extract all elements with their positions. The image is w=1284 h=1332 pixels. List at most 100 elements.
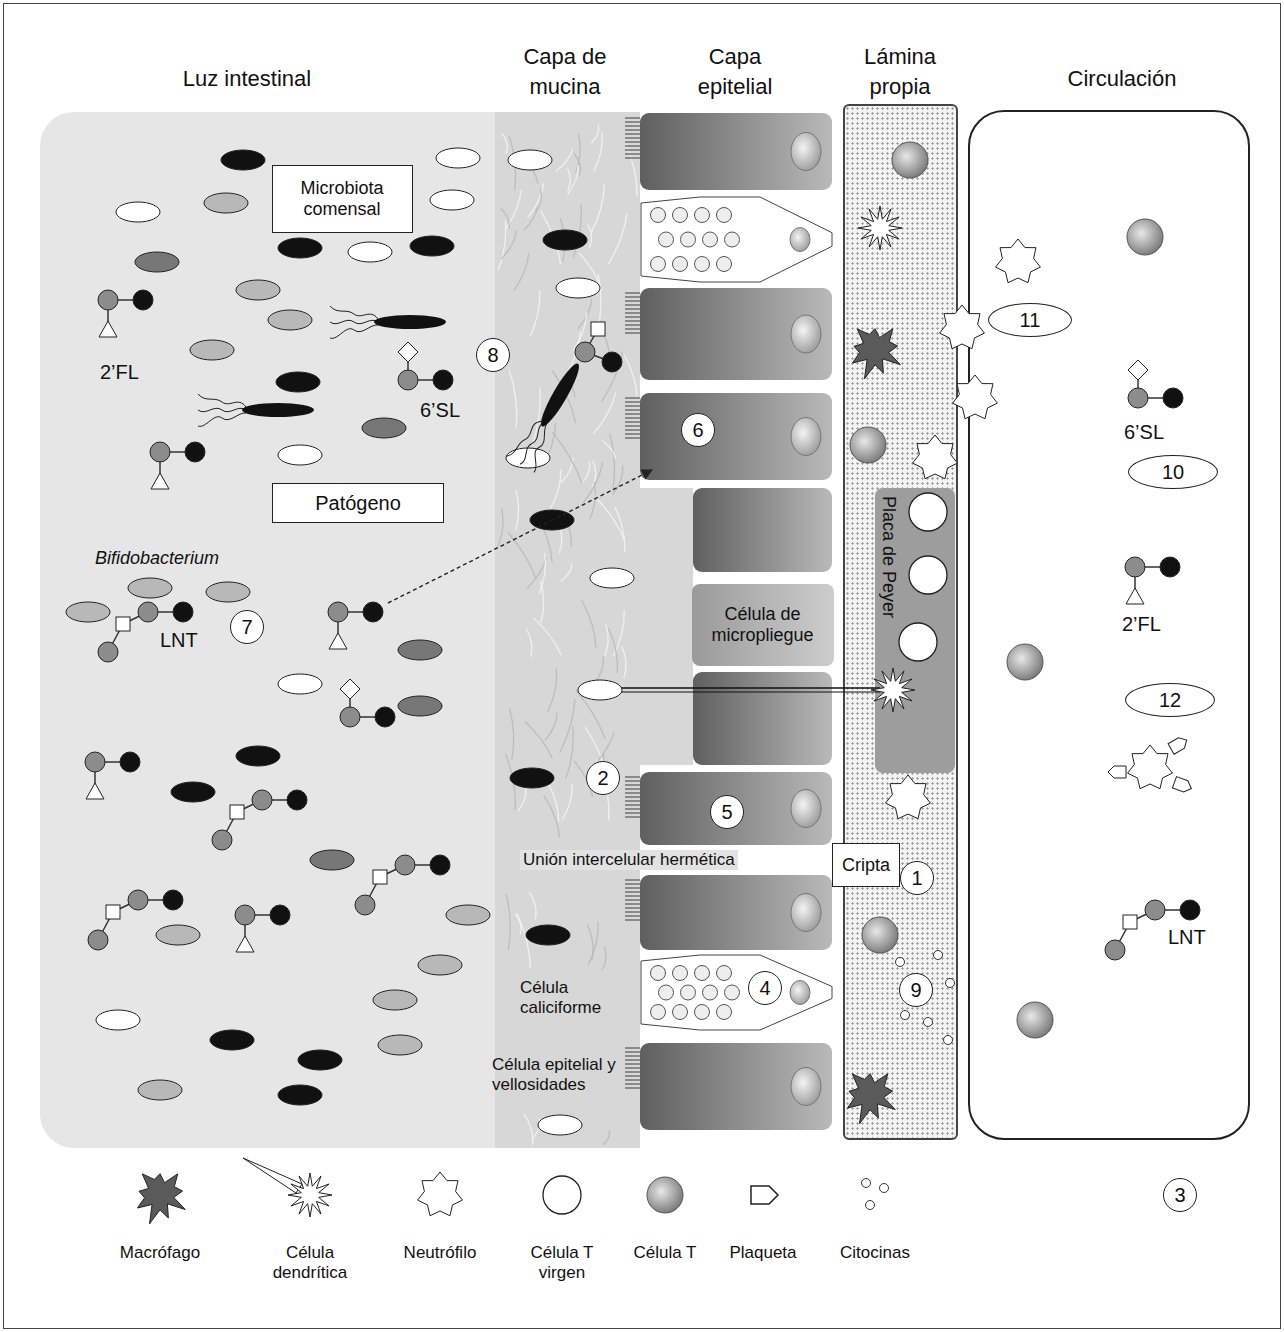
legend-holder: Neutrófilo (385, 1243, 495, 1263)
microvillus (625, 1075, 640, 1077)
dendrite (600, 687, 880, 689)
mucin-fibre (509, 369, 517, 427)
mucin-fibre (550, 469, 561, 509)
microvillus (625, 1051, 640, 1053)
transport-arrow (388, 470, 652, 603)
mucin-fibre (602, 440, 615, 458)
mucin-fibre (536, 189, 542, 213)
legend-holder: Célula T virgen (507, 1243, 617, 1284)
bacterium (506, 448, 550, 468)
mucin-granule (717, 966, 732, 981)
microvillus (625, 1087, 640, 1089)
bacterium (190, 340, 234, 360)
mucin-fibre (524, 207, 537, 230)
mucin-fibre (544, 796, 560, 837)
glucose (602, 352, 622, 372)
galactose (398, 370, 418, 390)
t-cell (1017, 1002, 1053, 1038)
mucin-fibre (615, 507, 625, 552)
callout-number: 5 (710, 795, 744, 829)
mucin-fibre (515, 491, 518, 531)
mucin-fibre (518, 787, 526, 811)
naive-t-cell (909, 493, 947, 531)
galactose (355, 895, 375, 915)
platelet (1108, 766, 1126, 778)
microvillus (625, 919, 640, 921)
mucin-fibre (508, 532, 536, 579)
naive-t-cell (543, 1176, 581, 1214)
epithelial-cell (640, 875, 832, 950)
bacterium (538, 1115, 582, 1135)
glucose (287, 790, 307, 810)
node-label: Cripta (842, 855, 890, 876)
microvillus (625, 911, 640, 913)
structure-label: Célula caliciforme (520, 978, 625, 1019)
n-acetylglucosamine (230, 805, 244, 819)
microvillus (625, 401, 640, 403)
t-cell (862, 917, 898, 953)
macrophage (847, 1074, 895, 1124)
glucose (1160, 557, 1180, 577)
mucin-fibre (552, 432, 582, 484)
mucin-fibre (591, 184, 604, 232)
microvillus (625, 429, 640, 431)
bacterium (430, 190, 474, 210)
cytokine (896, 958, 905, 967)
microvillus (625, 425, 640, 427)
t-cell (892, 142, 928, 178)
label-holder: LNT (1168, 925, 1206, 949)
dendritic-cell (858, 206, 902, 250)
mucin-granule (717, 208, 732, 223)
microvillus (625, 397, 640, 399)
glucose (270, 905, 290, 925)
bacterium (138, 1080, 182, 1100)
neutrophil (886, 775, 931, 819)
bacterium (116, 202, 160, 222)
label-holder: Célula caliciforme (520, 978, 625, 1019)
legend-label: Neutrófilo (404, 1243, 477, 1263)
callout-number: 2 (586, 761, 620, 795)
callout-number: 10 (1162, 462, 1184, 482)
bacterium (128, 578, 172, 598)
structure-label: Unión intercelular hermética (520, 850, 738, 870)
pathogen (330, 306, 446, 338)
mucin-fill (640, 488, 693, 765)
glucose (430, 855, 450, 875)
mucin-fibre (600, 767, 609, 820)
mucin-fibre (594, 132, 603, 171)
naive-t-cell (909, 556, 947, 594)
microvillus (625, 433, 640, 435)
mucin-fibre (582, 462, 590, 484)
region-heading: Circulación (1022, 64, 1222, 94)
mucin-fibre (525, 722, 552, 758)
bacterium (298, 1050, 342, 1070)
mucin-fibre (547, 782, 559, 822)
epithelial-cell (640, 1043, 832, 1130)
pathogen-body (242, 403, 314, 417)
legend-holder: Célula T (610, 1243, 720, 1263)
fucose (99, 321, 117, 337)
microvillus (625, 903, 640, 905)
bacterium (436, 148, 480, 168)
microvillus (625, 792, 640, 794)
species-label: Bifidobacterium (95, 548, 219, 570)
n-acetylglucosamine (373, 870, 387, 884)
lumen-region: Luz intestinalMicrobiota comensal8Patóge… (40, 112, 510, 1148)
flagellum (198, 413, 246, 426)
region-heading: Luz intestinal (127, 64, 367, 94)
flagellum (330, 306, 378, 319)
flagellum (523, 424, 559, 472)
bacterium (278, 238, 322, 258)
galactose (1105, 940, 1125, 960)
legend-holder: Citocinas (820, 1243, 930, 1263)
mucin-granule (659, 232, 674, 247)
t-cell (850, 427, 886, 463)
mucin-fibre (588, 922, 598, 965)
cytokine (946, 979, 955, 988)
glucose (433, 370, 453, 390)
glucose (1163, 388, 1183, 408)
cytokine (862, 1179, 871, 1188)
node-label: Placa de Peyer (878, 496, 899, 618)
bacterium (276, 372, 320, 392)
